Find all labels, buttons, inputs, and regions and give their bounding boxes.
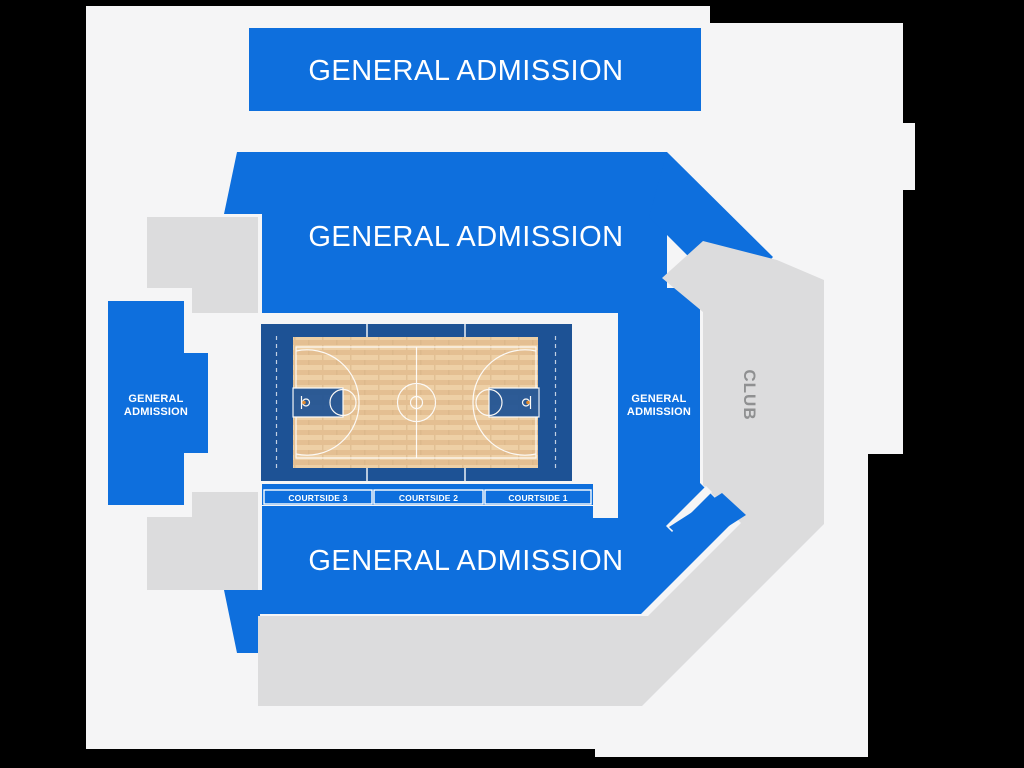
section-right-ga-label-line1: GENERAL bbox=[631, 393, 686, 405]
aisle-band[interactable] bbox=[669, 493, 746, 549]
court-markings bbox=[275, 324, 557, 481]
section-upper-bowl-shape[interactable] bbox=[224, 152, 667, 313]
section-top-banner-label: GENERAL ADMISSION bbox=[308, 55, 623, 87]
section-club-label: CLUB bbox=[740, 369, 759, 420]
courtside-2[interactable]: COURTSIDE 2 bbox=[373, 489, 484, 505]
section-left-ga-label-line2: ADMISSION bbox=[124, 406, 188, 418]
section-upper-bowl-label: GENERAL ADMISSION bbox=[308, 221, 623, 253]
section-club: CLUB bbox=[258, 241, 824, 706]
gray-block-lower-left bbox=[147, 492, 258, 590]
hoop-right-icon bbox=[526, 400, 530, 405]
section-lower-bowl-shape[interactable] bbox=[224, 288, 736, 653]
courtside-strip: COURTSIDE 3 COURTSIDE 2 COURTSIDE 1 bbox=[262, 484, 593, 505]
section-top-banner-shape[interactable] bbox=[249, 28, 701, 111]
section-lower-bowl[interactable]: GENERAL ADMISSION GENERAL ADMISSION bbox=[224, 288, 736, 653]
section-right-ga-label-line2: ADMISSION bbox=[627, 406, 691, 418]
courtside-1-label: COURTSIDE 1 bbox=[508, 493, 567, 503]
gray-block-upper-left bbox=[147, 217, 258, 313]
basketball-court bbox=[261, 324, 572, 481]
section-lower-bowl-label: GENERAL ADMISSION bbox=[308, 545, 623, 577]
courtside-3[interactable]: COURTSIDE 3 bbox=[263, 489, 373, 505]
section-top-banner[interactable]: GENERAL ADMISSION bbox=[249, 28, 701, 111]
section-left-ga-shape[interactable] bbox=[108, 301, 208, 505]
courtside-1[interactable]: COURTSIDE 1 bbox=[484, 489, 592, 505]
hoop-left-icon bbox=[302, 400, 306, 405]
aisle-gap bbox=[666, 486, 712, 532]
section-left-ga[interactable]: GENERAL ADMISSION bbox=[108, 301, 208, 505]
section-club-shape bbox=[258, 241, 824, 706]
courtside-3-label: COURTSIDE 3 bbox=[288, 493, 347, 503]
section-left-ga-label-line1: GENERAL bbox=[128, 393, 183, 405]
courtside-2-label: COURTSIDE 2 bbox=[399, 493, 458, 503]
